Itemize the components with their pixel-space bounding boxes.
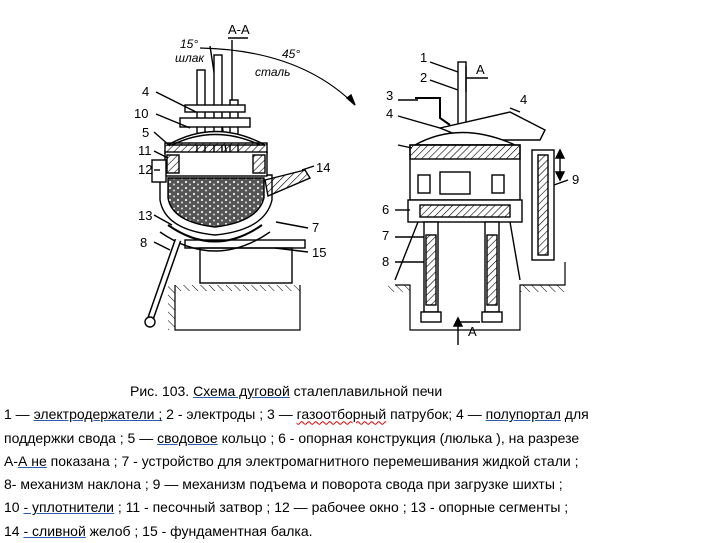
cap-text: электродержатели ; [33, 406, 163, 423]
right-view [388, 61, 569, 345]
furnace-diagram: А-А 15° шлак 45° сталь [134, 22, 579, 345]
cap-text: поддержки свода ; 5 — [4, 429, 158, 446]
caption-line-6: 14 - сливной желоб ; 15 - фундаментная б… [4, 520, 724, 543]
callout-right-4b: 4 [520, 92, 527, 107]
caption-line-1: 1 — электродержатели ; 2 - электроды ; 3… [4, 403, 724, 426]
caption-line-4: 8- механизм наклона ; 9 — механизм подъе… [4, 473, 724, 496]
steel-label: сталь [255, 65, 290, 79]
right-callouts: 1 2 3 4 4 6 7 8 9 А А [382, 50, 579, 339]
angle-steel: 45° [282, 47, 300, 61]
cap-text: газоотборный [296, 406, 387, 423]
slag-label: шлак [175, 51, 205, 65]
callout-left-15: 15 [312, 245, 326, 260]
caption-line-3: А-А не показана ; 7 - устройство для эле… [4, 450, 724, 473]
cap-text: сводовое [157, 429, 218, 446]
left-callouts: 4 10 5 11 12 13 8 14 7 15 [134, 84, 330, 260]
cap-text: 1 — [4, 406, 34, 423]
cap-text: показана ; 7 - устройство для электромаг… [46, 452, 579, 469]
cap-text: 10 [4, 499, 24, 516]
callout-left-8: 8 [140, 235, 147, 250]
callout-right-9: 9 [572, 172, 579, 187]
callout-right-3: 3 [386, 88, 393, 103]
left-view: А-А 15° шлак 45° сталь [144, 22, 356, 331]
cap-text: 8- механизм наклона ; 9 — механизм подъе… [4, 476, 563, 493]
caption-line-5: 10 - уплотнители ; 11 - песочный затвор … [4, 496, 724, 519]
cap-text: желоб ; 15 - фундаментная балка. [85, 522, 313, 539]
cap-text: - уплотнители [23, 499, 114, 516]
callout-right-2: 2 [420, 70, 427, 85]
caption-line-2: поддержки свода ; 5 — сводовое кольцо ; … [4, 427, 724, 450]
section-arrow-bottom: А [468, 324, 477, 339]
cap-text: 14 [4, 522, 24, 539]
caption-title-prefix: Рис. 103. [130, 383, 194, 399]
callout-right-7: 7 [382, 228, 389, 243]
callout-right-6: 6 [382, 202, 389, 217]
callout-left-13: 13 [138, 208, 152, 223]
figure-caption: Рис. 103. Схема дуговой сталеплавильной … [4, 380, 724, 543]
angle-slag: 15° [180, 37, 198, 51]
cap-text: 2 - электроды ; 3 — [162, 406, 297, 423]
callout-left-10: 10 [134, 106, 148, 121]
cap-text: для [560, 406, 589, 423]
cap-text: - сливной [23, 522, 86, 539]
callout-left-5: 5 [142, 125, 149, 140]
callout-left-7: 7 [312, 220, 319, 235]
callout-right-1: 1 [420, 50, 427, 65]
caption-title: Рис. 103. Схема дуговой сталеплавильной … [4, 380, 724, 403]
cap-text: ; 11 - песочный затвор ; 12 — рабочее ок… [113, 499, 569, 516]
callout-left-12: 12 [138, 162, 152, 177]
cap-text: А не [18, 452, 47, 469]
section-label: А-А [228, 22, 250, 37]
callout-left-14: 14 [316, 160, 330, 175]
caption-title-underlined: Схема дуговой [193, 383, 290, 399]
section-arrow-top: А [476, 62, 485, 77]
callout-right-4a: 4 [386, 106, 393, 121]
callout-left-11: 11 [138, 143, 152, 158]
cap-text: кольцо ; 6 - опорная конструкция (люлька… [217, 429, 580, 446]
callout-right-8: 8 [382, 254, 389, 269]
caption-title-suffix: сталеплавильной печи [289, 383, 443, 399]
cap-text: полупортал [485, 406, 561, 423]
callout-left-4: 4 [142, 84, 149, 99]
cap-text: А- [4, 452, 18, 469]
cap-text: патрубок; 4 — [386, 406, 486, 423]
